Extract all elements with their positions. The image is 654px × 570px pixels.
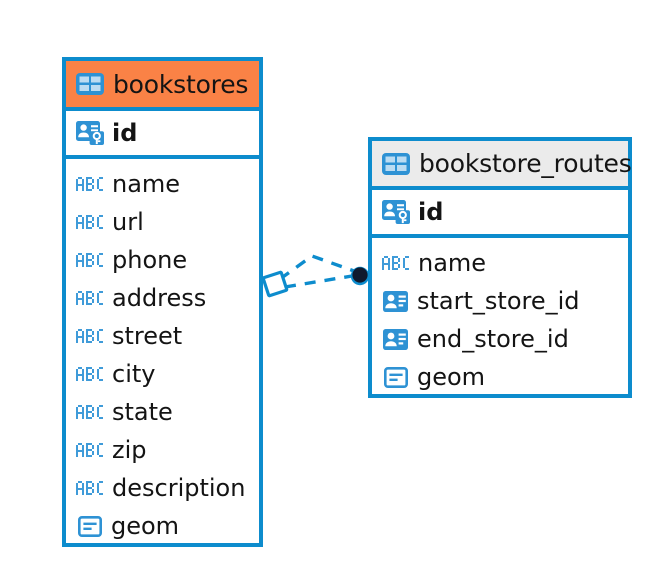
field-label: geom [111,512,180,540]
field-row[interactable]: address [76,279,249,317]
relationship-line-upper [279,254,355,281]
field-label: street [112,322,183,350]
field-row[interactable]: geom [382,358,618,396]
field-label: address [112,284,207,312]
field-label: zip [112,436,147,464]
field-row[interactable]: state [76,393,249,431]
text-abc-icon [76,324,104,348]
field-label: name [418,249,487,277]
relationship-line-lower [284,274,353,289]
field-label: description [112,474,246,502]
field-label: state [112,398,173,426]
diamond-marker [261,270,289,298]
entity-bookstores-title: bookstores [113,69,249,99]
text-abc-icon [76,476,104,500]
field-label: city [112,360,156,388]
entity-bookstore-routes-field-list: name start_store_id [372,238,628,400]
field-label: end_store_id [417,325,569,353]
geometry-icon [76,515,103,537]
entity-bookstore-routes[interactable]: bookstore_routes [368,137,632,398]
entity-bookstores-primary-key-label: id [112,119,138,147]
geometry-icon [382,366,409,388]
foreign-key-icon [382,290,409,312]
field-label: phone [112,246,188,274]
text-abc-icon [76,248,104,272]
field-row[interactable]: end_store_id [382,320,618,358]
field-label: url [112,208,144,236]
primary-key-icon [76,121,104,145]
entity-bookstores-primary-key-row[interactable]: id [66,111,259,159]
entity-bookstores-header[interactable]: bookstores [66,61,259,111]
field-label: name [112,170,181,198]
primary-key-icon [382,200,410,224]
field-row[interactable]: zip [76,431,249,469]
entity-bookstores[interactable]: bookstores [62,57,263,547]
text-abc-icon [76,172,104,196]
foreign-key-icon [382,328,409,350]
entity-bookstore-routes-title: bookstore_routes [419,149,632,178]
table-icon [76,73,104,95]
field-row[interactable]: street [76,317,249,355]
text-abc-icon [76,210,104,234]
field-label: geom [417,363,486,391]
field-row[interactable]: description [76,469,249,507]
text-abc-icon [76,400,104,424]
table-icon [382,152,410,175]
field-row[interactable]: geom [76,507,249,545]
field-label: start_store_id [417,287,580,315]
entity-bookstore-routes-header[interactable]: bookstore_routes [372,141,632,190]
field-row[interactable]: name [76,165,249,203]
field-row[interactable]: phone [76,241,249,279]
field-row[interactable]: url [76,203,249,241]
entity-bookstore-routes-primary-key-row[interactable]: id [372,190,628,238]
text-abc-icon [76,438,104,462]
entity-bookstore-routes-primary-key-label: id [418,198,444,226]
field-row[interactable]: name [382,244,618,282]
field-row[interactable]: city [76,355,249,393]
text-abc-icon [382,251,410,275]
entity-bookstores-field-list: name u [66,159,259,549]
filled-circle-marker [350,266,370,286]
field-row[interactable]: start_store_id [382,282,618,320]
text-abc-icon [76,362,104,386]
text-abc-icon [76,286,104,310]
